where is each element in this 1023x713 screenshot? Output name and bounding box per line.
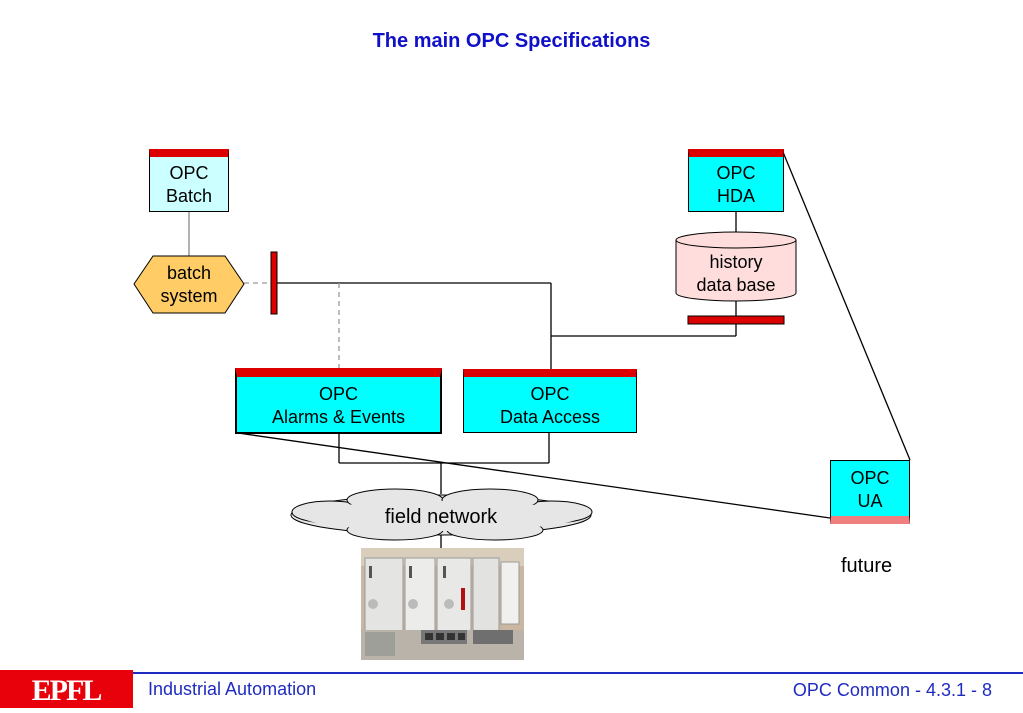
opc-batch-label-line2: Batch [165, 186, 213, 206]
opc-data-access-box: OPC Data Access [463, 369, 637, 433]
opc-ua-label-line1: OPC [850, 468, 890, 488]
opc-ua-label-line2: UA [857, 491, 883, 511]
page-title: The main OPC Specifications [372, 30, 651, 52]
controller-hardware-illustration [361, 548, 524, 660]
epfl-logo: EPFL [0, 670, 133, 708]
opc-ae-label-line1: OPC [318, 384, 358, 404]
history-database-label: history data base [676, 251, 796, 297]
history-db-line1: history [709, 252, 763, 272]
opc-batch-label-line1: OPC [169, 163, 209, 183]
batch-system-shape [133, 255, 245, 314]
opc-da-label-line2: Data Access [499, 407, 601, 427]
dashed-links [244, 282, 340, 370]
field-network-cloud [290, 488, 593, 541]
opc-da-label-line1: OPC [530, 384, 570, 404]
hda-interface-bar [687, 315, 785, 325]
footer-course-title: Industrial Automation [148, 679, 317, 699]
opc-batch-box: OPC Batch [149, 149, 229, 212]
batch-system-line1: batch [166, 263, 212, 283]
field-network-label: field network [384, 506, 498, 528]
opc-hda-label-line2: HDA [716, 186, 755, 206]
svg-text:EPFL: EPFL [32, 674, 102, 707]
opc-hda-box: OPC HDA [688, 149, 784, 212]
opc-alarms-events-box: OPC Alarms & Events [235, 368, 442, 434]
controller-hardware-photo [361, 548, 524, 660]
opc-ae-label-line2: Alarms & Events [271, 407, 406, 427]
batch-system-line2: system [160, 286, 218, 306]
epfl-logo-mark: EPFL [32, 674, 104, 707]
batch-interface-bar [270, 251, 278, 315]
history-database-shape [675, 231, 797, 302]
opc-ua-box: OPC UA [830, 460, 910, 524]
history-db-line2: data base [696, 275, 776, 295]
connector-lines [188, 151, 911, 548]
footer-divider [133, 672, 1023, 674]
future-label: future [841, 555, 893, 577]
batch-system-label: batch system [134, 262, 244, 308]
footer-page-number: OPC Common - 4.3.1 - 8 [792, 680, 992, 700]
opc-hda-label-line1: OPC [716, 163, 756, 183]
